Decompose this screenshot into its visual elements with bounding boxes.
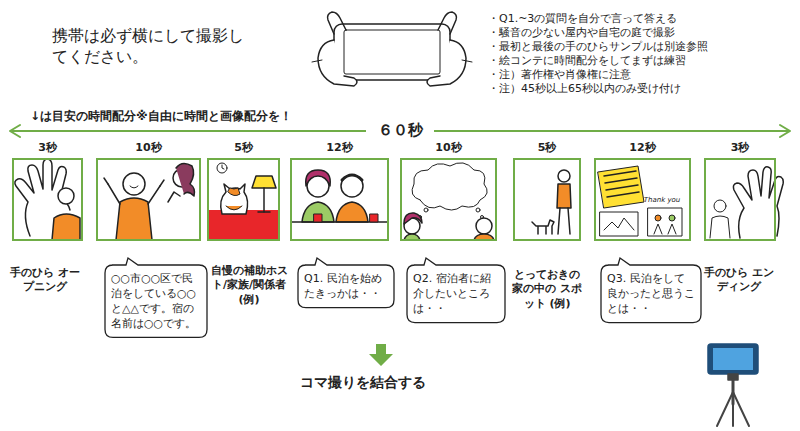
note-item: ・注）45秒以上65秒以内のみ受け付け (488, 82, 788, 96)
home-spot-art (532, 170, 571, 234)
duration-label: 12秒 (286, 140, 393, 155)
frame-caption: 手のひら オープニング (6, 266, 84, 295)
duration-label: 3秒 (8, 140, 87, 155)
storyboard-frame: 5秒 (513, 158, 581, 241)
speech-bubble: ○○市○○区で民泊をしている○○と△△です。宿の名前は○○です。 (104, 258, 208, 338)
duration-label: 10秒 (396, 140, 501, 155)
note-item: ・最初と最後の手のひらサンプルは別途参照 (488, 40, 788, 54)
bubble-text: Q3. 民泊をして良かったと思うことは・・ (607, 272, 695, 317)
sub-host-art (208, 163, 279, 239)
bubble-shape (407, 258, 505, 323)
palm-opening-art (15, 159, 80, 240)
tripod-phone (708, 344, 758, 426)
duration-label: 10秒 (92, 140, 205, 155)
frame-caption: 自慢の補助ホスト/家族/関係者 (例) (210, 264, 288, 307)
thank-you-text: Thank you (640, 196, 684, 205)
down-arrow (369, 344, 393, 366)
storyboard-frame: 5秒 (207, 158, 280, 241)
frame-caption: 手のひら エンディング (700, 266, 778, 295)
palm-ending-art (710, 167, 783, 238)
bubble-text: Q2. 宿泊者に紹介したいところは・・ (413, 272, 499, 317)
bubble-shape (105, 258, 207, 337)
speech-bubble: Q2. 宿泊者に紹介したいところは・・ (406, 258, 506, 324)
speech-bubble: Q1. 民泊を始めたきっかは・・ (297, 258, 395, 309)
duration-label: 5秒 (509, 140, 585, 155)
couple-art (292, 170, 388, 222)
speech-bubble: Q3. 民泊をして良かったと思うことは・・ (600, 258, 702, 324)
storyboard-frame: 10秒 (400, 158, 497, 241)
note-item: ・注）著作権や肖像権に注意 (488, 68, 788, 82)
host-waving-art (104, 163, 195, 240)
duration-label: 12秒 (590, 140, 695, 155)
duration-label: 3秒 (700, 140, 780, 155)
note-item: ・騒音の少ない屋内や自宅の庭で撮影 (488, 26, 788, 40)
bubble-text: ○○市○○区で民泊をしている○○と△△です。宿の名前は○○です。 (111, 272, 201, 331)
time-note: ↓は目安の時間配分※自由に時間と画像配分を！ (30, 109, 410, 125)
instruction-heading: 携帯は必ず横にして撮影してください。 (52, 26, 248, 68)
bubble-shape (601, 258, 701, 323)
bubble-text: Q1. 民泊を始めたきっかは・・ (304, 272, 388, 302)
storyboard-frame: 3秒 (12, 158, 83, 241)
storyboard-frame: 12秒 (290, 158, 389, 241)
frame-caption: とっておきの 家の中の スポット (例) (510, 268, 584, 311)
thought-art (404, 163, 494, 240)
note-item: ・Q1.~3の質問を自分で言って答える (488, 12, 788, 26)
bubble-shape (298, 258, 394, 308)
phone-hands (312, 12, 472, 86)
storyboard-frame: 10秒 (96, 158, 201, 241)
note-item: ・絵コンテに時間配分をしてまずは練習 (488, 54, 788, 68)
storyboard-frame: 3秒 (704, 158, 776, 241)
duration-label: 5秒 (203, 140, 284, 155)
total-time: ６０秒 (366, 121, 434, 141)
combine-note: コマ撮りを結合する (300, 373, 470, 391)
